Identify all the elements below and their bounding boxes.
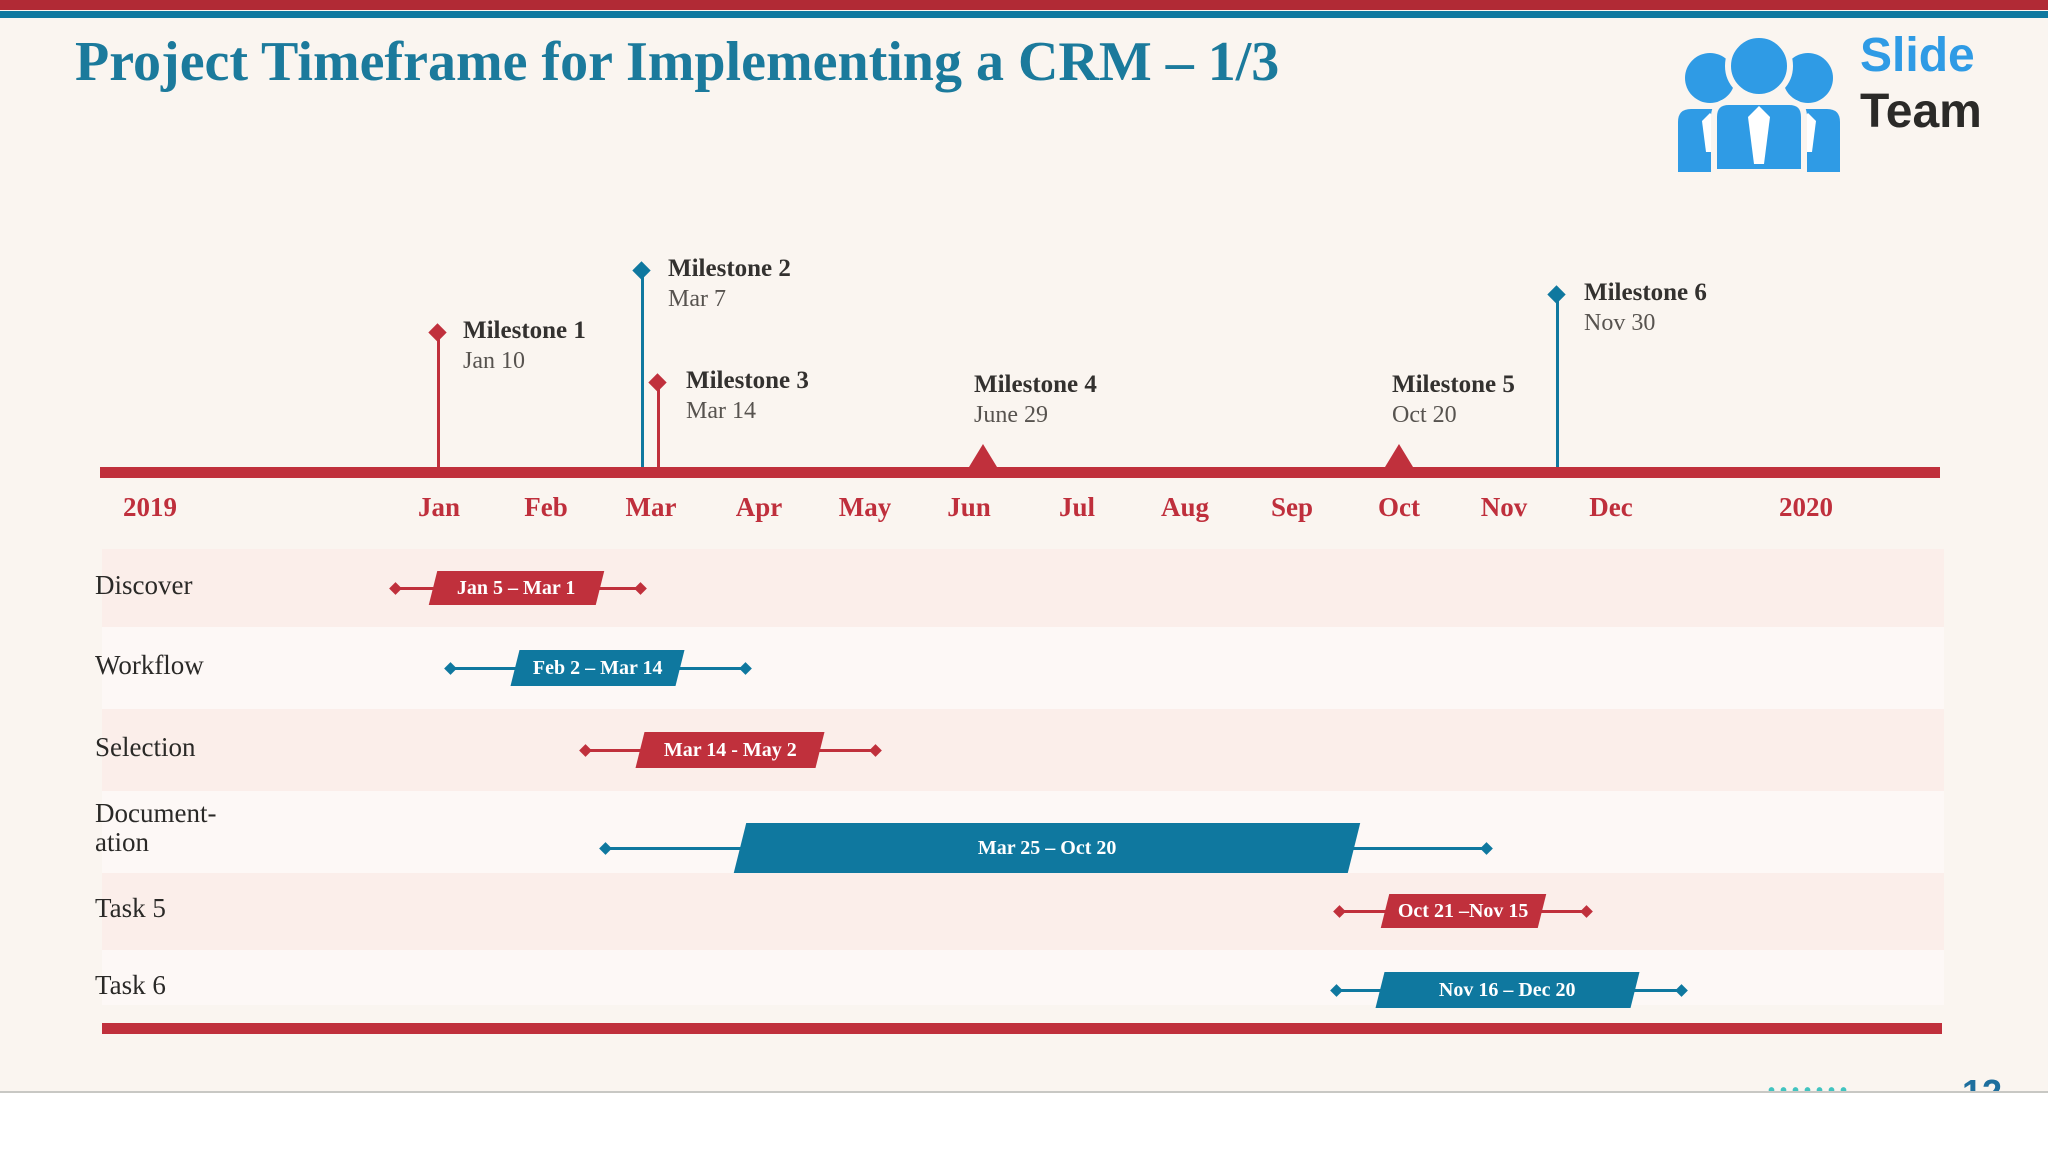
milestone-title: Milestone 3 [686, 367, 809, 394]
month-label: Sep [1270, 492, 1314, 522]
month-label: Dec [1589, 492, 1633, 522]
task-bar-label: Oct 21 –Nov 15 [1398, 899, 1529, 922]
milestone-title: Milestone 2 [668, 255, 791, 282]
milestone-diamond-marker [632, 261, 651, 280]
task-bar-label: Mar 14 - May 2 [663, 738, 797, 761]
task-label: Workflow [95, 650, 204, 680]
month-label: Jul [1058, 492, 1096, 522]
slide-title: Project Timeframe for Implementing a CRM… [75, 31, 1280, 93]
month-label: Aug [1160, 492, 1210, 522]
task-bar-label: Mar 25 – Oct 20 [977, 836, 1117, 859]
milestone-date: Mar 14 [686, 398, 756, 424]
milestone-date: Jan 10 [463, 348, 525, 374]
milestone-label: Milestone 6 Nov 30 [1584, 279, 1707, 337]
milestone-title: Milestone 1 [463, 317, 586, 344]
watermark-dots: ••••••• [1768, 1080, 1853, 1093]
task-label: Task 6 [95, 970, 166, 1000]
page-number: 12 [1962, 1072, 2003, 1093]
task-row-band [102, 950, 1944, 1005]
task-bar: Feb 2 – Mar 14 [510, 650, 685, 686]
task-bar: Mar 14 - May 2 [635, 732, 825, 768]
milestone-label: Milestone 1 Jan 10 [463, 317, 586, 375]
task-label: Selection [95, 732, 196, 762]
milestone-title: Milestone 5 [1392, 371, 1515, 398]
task-row-band [102, 709, 1944, 791]
task-row-band [102, 627, 1944, 709]
task-bar-label: Jan 5 – Mar 1 [457, 576, 576, 599]
task-row-band [102, 549, 1944, 627]
milestone-label: Milestone 5 Oct 20 [1392, 371, 1515, 429]
milestone-triangle-marker [1385, 444, 1413, 467]
milestone-line [437, 333, 440, 467]
month-label: Feb [524, 492, 568, 522]
bottom-accent-bar [102, 1023, 1942, 1034]
month-label: Jan [417, 492, 461, 522]
milestone-date: Mar 7 [668, 286, 726, 312]
milestone-diamond-marker [1547, 285, 1566, 304]
milestone-line [657, 383, 660, 467]
milestone-title: Milestone 4 [974, 371, 1097, 398]
top-red-accent-bar [0, 0, 2048, 10]
task-label: Task 5 [95, 893, 166, 923]
year-label-end: 2020 [1779, 492, 1833, 522]
task-row-band [102, 873, 1944, 950]
milestone-date: June 29 [974, 402, 1048, 428]
milestone-date: Oct 20 [1392, 402, 1457, 428]
milestone-date: Nov 30 [1584, 310, 1656, 336]
milestone-diamond-marker [648, 373, 667, 392]
logo-text: Slide Team [1860, 28, 1982, 140]
month-label: Oct [1378, 492, 1420, 522]
slideteam-logo: Slide Team [1664, 20, 2044, 172]
task-label: Document- ation [95, 798, 217, 857]
task-bar-label: Feb 2 – Mar 14 [532, 656, 663, 679]
logo-word-slide: Slide [1860, 29, 1975, 82]
team-people-icon [1678, 32, 1840, 172]
slide: Project Timeframe for Implementing a CRM… [0, 0, 2048, 1093]
milestone-label: Milestone 4 June 29 [974, 371, 1097, 429]
milestone-diamond-marker [428, 323, 447, 342]
milestone-triangle-marker [969, 444, 997, 467]
month-label: Nov [1480, 492, 1528, 522]
milestone-label: Milestone 3 Mar 14 [686, 367, 809, 425]
year-label-start: 2019 [123, 492, 177, 522]
month-label: Jun [947, 492, 991, 522]
month-label: Mar [625, 492, 677, 522]
task-label: Discover [95, 570, 193, 600]
month-label: May [838, 492, 892, 522]
top-teal-accent-bar [0, 11, 2048, 18]
task-bar-label: Nov 16 – Dec 20 [1439, 978, 1576, 1001]
task-bar: Oct 21 –Nov 15 [1380, 894, 1547, 928]
task-bar: Nov 16 – Dec 20 [1375, 972, 1640, 1008]
milestone-title: Milestone 6 [1584, 279, 1707, 306]
month-label: Apr [735, 492, 783, 522]
task-bar: Jan 5 – Mar 1 [428, 571, 605, 605]
task-bar: Mar 25 – Oct 20 [733, 823, 1361, 873]
timeline-axis-bar [100, 467, 1940, 478]
milestone-line [1556, 295, 1559, 467]
milestone-line [641, 271, 644, 467]
logo-word-team: Team [1860, 85, 1982, 138]
milestone-label: Milestone 2 Mar 7 [668, 255, 791, 313]
